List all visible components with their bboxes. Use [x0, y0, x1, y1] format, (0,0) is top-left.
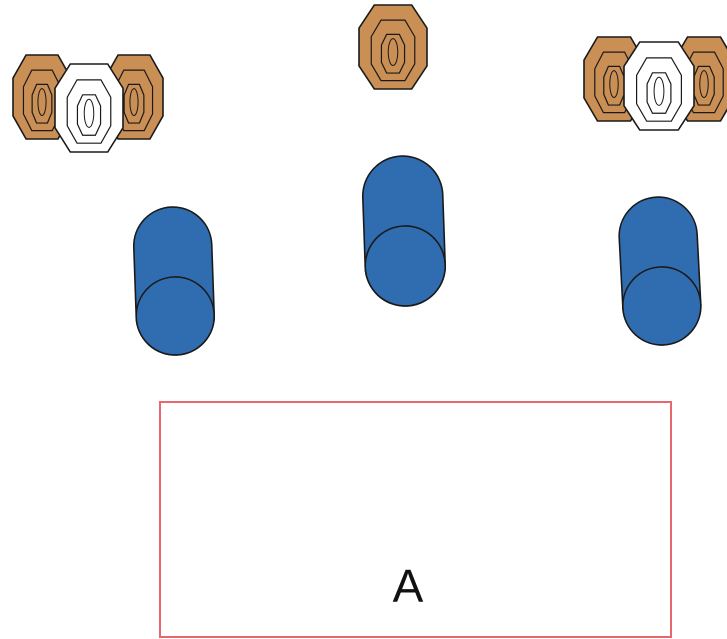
target-left-3 [54, 63, 124, 153]
barrel-right [618, 196, 702, 346]
barrels-layer [132, 155, 702, 356]
target-right-3 [623, 41, 695, 131]
barrel-center [361, 155, 447, 307]
shooting-box [159, 401, 672, 638]
shooting-box-label: A [393, 560, 424, 612]
target-center-1 [358, 4, 428, 90]
barrel-left [132, 206, 216, 356]
targets-layer [12, 4, 727, 153]
